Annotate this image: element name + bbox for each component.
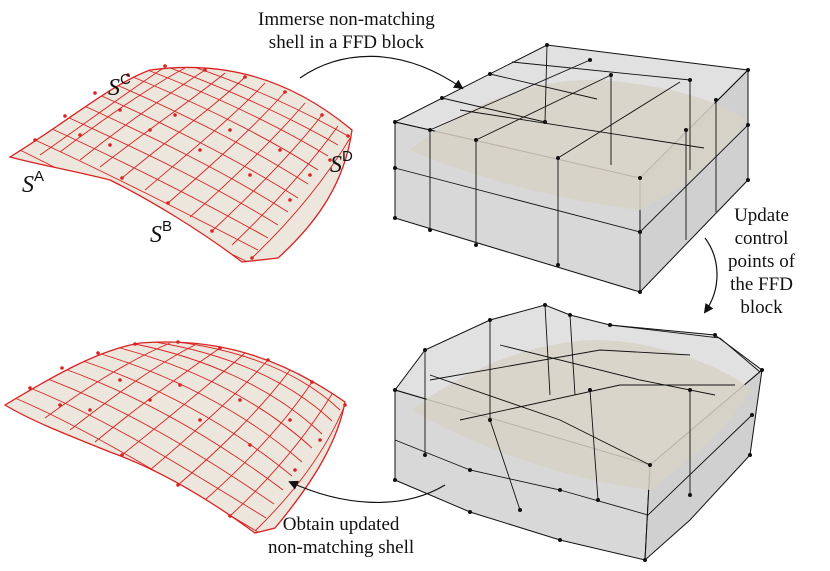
original-shell [8, 64, 353, 263]
arrow-immerse [299, 55, 464, 90]
ffd-block-deformed [393, 303, 764, 562]
caption-update-line-2: control [734, 228, 789, 249]
original-shell-surface [8, 66, 353, 263]
arrow-obtain [288, 480, 446, 504]
caption-update: Update control points of the FFD block [728, 204, 795, 319]
patch-label-b-symbol: S [150, 222, 162, 248]
ffd-block-deformed-points [393, 303, 764, 562]
caption-update-line-5: block [740, 297, 783, 318]
patch-label-c-sup: C [120, 71, 131, 88]
caption-update-line-4: the FFD [730, 274, 793, 295]
patch-label-b-sup: B [162, 218, 173, 235]
patch-label-a-sup: A [34, 168, 45, 185]
caption-obtain-line-1: Obtain updated [282, 514, 400, 535]
caption-immerse-line-1: Immerse non-matching [258, 9, 435, 30]
patch-label-c-symbol: S [108, 75, 120, 101]
caption-obtain: Obtain updated non-matching shell [268, 513, 414, 559]
caption-update-line-3: points of [728, 251, 796, 272]
original-shell-nodes [33, 64, 350, 260]
patch-label-c: SC [108, 71, 131, 102]
original-shell-mesh [19, 67, 352, 263]
patch-label-b: SB [150, 218, 173, 249]
patch-label-a: SA [22, 168, 45, 199]
updated-shell-nodes [28, 340, 347, 518]
updated-shell-surface [3, 341, 346, 534]
ffd-deformed-shell [412, 340, 752, 490]
updated-shell [3, 340, 347, 534]
patch-label-d-sup: D [342, 148, 353, 165]
caption-update-line-1: Update [734, 205, 789, 226]
ffd-block-initial-points [393, 43, 750, 294]
arrow-update [703, 237, 718, 314]
ffd-embedded-shell [410, 79, 745, 210]
patch-label-d-symbol: S [330, 152, 342, 178]
caption-immerse-line-2: shell in a FFD block [268, 32, 424, 53]
patch-label-d: SD [330, 148, 353, 179]
updated-shell-mesh [14, 341, 345, 533]
patch-label-a-symbol: S [22, 172, 34, 198]
ffd-block-initial [393, 43, 750, 294]
caption-obtain-line-2: non-matching shell [268, 537, 415, 558]
caption-immerse: Immerse non-matching shell in a FFD bloc… [258, 8, 435, 54]
